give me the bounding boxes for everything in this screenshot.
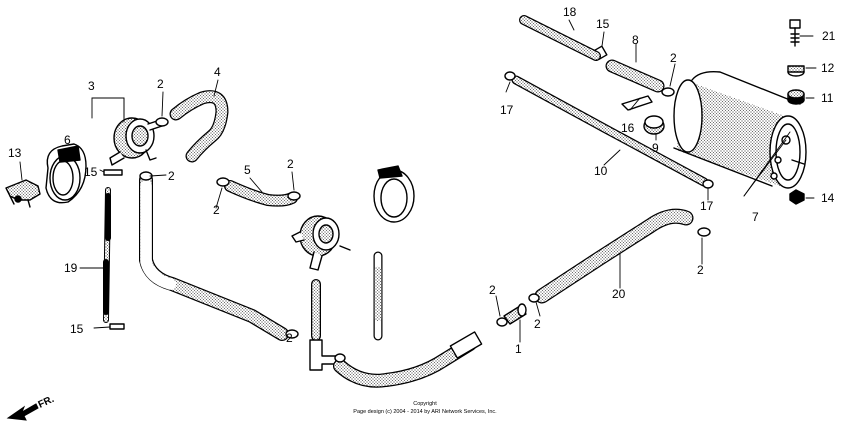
callout-2: 2 xyxy=(286,331,293,345)
connector-1 xyxy=(503,303,527,325)
grommet-11 xyxy=(787,89,805,105)
nut-14 xyxy=(789,189,805,205)
bolt-21 xyxy=(789,19,801,47)
callout-5[interactable]: 5 xyxy=(244,163,251,177)
callout-2[interactable]: 2 xyxy=(213,203,220,217)
callout-15[interactable]: 15 xyxy=(596,17,610,31)
callout-2[interactable]: 2 xyxy=(489,283,496,297)
callout-2[interactable]: 2 xyxy=(697,263,704,277)
callout-20[interactable]: 20 xyxy=(612,287,626,301)
callout-1[interactable]: 1 xyxy=(515,342,522,356)
callout-17[interactable]: 17 xyxy=(500,103,514,117)
callout-4[interactable]: 4 xyxy=(214,65,221,79)
callout-17[interactable]: 17 xyxy=(700,199,714,213)
callout-19[interactable]: 19 xyxy=(64,261,78,275)
callout-2[interactable]: 2 xyxy=(168,169,175,183)
callout-15[interactable]: 15 xyxy=(84,165,98,179)
bracket-16 xyxy=(621,95,653,111)
callout-2[interactable]: 2 xyxy=(670,51,677,65)
bracket-ring-center xyxy=(373,165,415,223)
canister-7 xyxy=(673,70,807,189)
callout-3[interactable]: 3 xyxy=(88,79,95,93)
callout-18[interactable]: 18 xyxy=(563,5,577,19)
cap-9 xyxy=(643,115,665,135)
callout-15[interactable]: 15 xyxy=(70,322,84,336)
callout-2[interactable]: 2 xyxy=(157,77,164,91)
ring-6 xyxy=(45,143,87,204)
callout-2[interactable]: 2 xyxy=(534,317,541,331)
front-label: FR. xyxy=(37,394,56,411)
valve-center xyxy=(291,215,351,271)
washer-12 xyxy=(787,65,805,77)
callout-14[interactable]: 14 xyxy=(821,191,835,205)
front-direction-arrow: FR. xyxy=(6,394,56,421)
callout-9[interactable]: 9 xyxy=(652,141,659,155)
clamp xyxy=(139,71,714,363)
copyright-line-1: Copyright xyxy=(413,401,437,407)
valve-3 xyxy=(109,117,163,166)
callout-7[interactable]: 7 xyxy=(752,210,759,224)
callout-11[interactable]: 11 xyxy=(821,91,834,105)
callout-8[interactable]: 8 xyxy=(632,33,639,47)
callout-10[interactable]: 10 xyxy=(594,164,608,178)
callout-2[interactable]: 2 xyxy=(287,157,294,171)
bracket-13 xyxy=(5,179,41,208)
copyright-line-2: Page design (c) 2004 - 2014 by ARI Netwo… xyxy=(353,409,497,415)
callout-16[interactable]: 16 xyxy=(621,121,635,135)
callout-21[interactable]: 21 xyxy=(822,29,836,43)
callout-12[interactable]: 12 xyxy=(821,61,835,75)
callout-13[interactable]: 13 xyxy=(8,146,22,160)
callout-6[interactable]: 6 xyxy=(64,133,71,147)
